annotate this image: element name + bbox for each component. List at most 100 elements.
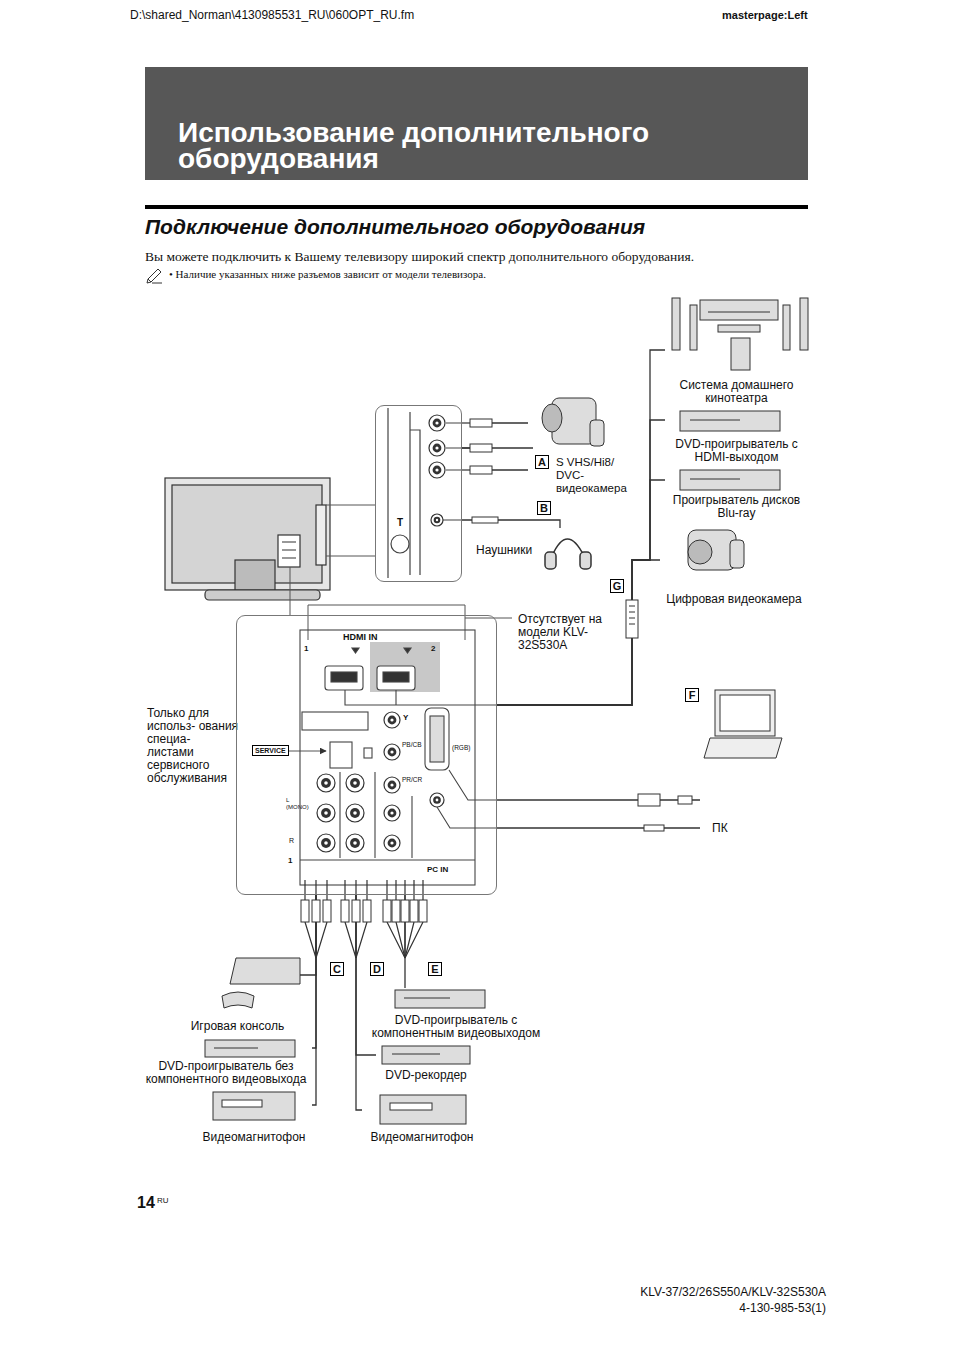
rca-plug [470,444,492,452]
cable [497,827,700,828]
jack-socket [388,716,397,725]
rca-plug [470,419,492,427]
svhs-camcorder-icon [590,420,604,446]
audio-plug [644,825,664,831]
jack-socket [317,415,445,852]
side-panel-body [388,408,420,578]
rca-plug [470,466,492,474]
tv-illustration [165,478,330,600]
headphone-plug [472,517,498,523]
device: Игровая консоль [175,955,300,1035]
jack-socket [324,811,328,815]
rca-plug [462,469,470,470]
jack-socket [317,774,335,792]
device: Проигрыватель дисков Blu-ray [665,468,808,522]
label-text: Отсутствует на модели KLV-32S530A [518,613,610,652]
jack-socket [433,466,442,475]
device-caption: Цифровая видеокамера [660,593,808,606]
jack-socket [346,774,364,792]
rear-panel-body [425,708,449,770]
cable [497,350,665,705]
label-text: RU [157,1196,169,1205]
leader-line [290,505,375,615]
device-caption: DVD-рекордер [376,1069,476,1082]
device-caption: ПК [712,822,790,835]
dvd-hdmi-icon [690,420,740,421]
jack-socket [350,838,360,848]
label-text: Только для использ- ования специа- листа… [147,707,239,785]
leader-line [308,605,512,640]
jack-socket [384,777,400,793]
device-caption: DVD-проигрыватель с компонентным видеовы… [362,1014,550,1040]
jack-socket [435,421,438,424]
bluray-icon [680,470,780,490]
side-panel: T [375,405,462,582]
jack-socket [429,440,445,456]
device: Видеомагнитофон [362,1092,482,1146]
callout-letter: F [685,688,699,702]
cable [497,560,660,705]
device: ПК [700,685,790,837]
jack-socket [317,834,335,852]
jack-socket [321,778,331,788]
jack-socket [433,444,442,453]
home-theater-icon [672,298,680,350]
dvd-icon [214,1048,258,1049]
heading-rule [145,205,808,209]
jack-socket [353,781,357,785]
jack-socket [429,415,445,431]
jack-socket [384,777,400,793]
cable-group [497,480,665,705]
svhs-camcorder-icon [542,398,604,446]
device-caption: S VHS/Hi8/ DVC- видеокамера [556,456,628,495]
jack-socket [384,744,400,760]
label-text: 1 [288,856,292,865]
home-theater-icon [783,305,790,350]
note-pencil [147,269,161,283]
laptop-icon [720,695,770,731]
jack-socket [321,808,331,818]
device-caption: Проигрыватель дисков Blu-ray [665,494,808,520]
heading-rule [145,205,808,209]
device: DVD-проигрыватель без компонентного виде… [140,1036,312,1088]
home-theater-icon [708,312,770,313]
jack-socket [429,462,445,478]
jack-socket [429,440,445,456]
jack-socket [346,774,364,792]
jack-socket [346,834,364,852]
cable [497,480,665,705]
label-text: Подключение дополнительного оборудования [145,215,645,239]
headphones-icon [545,539,591,569]
tv-illustration [205,590,320,600]
jack-socket [384,835,400,851]
jack-socket [384,712,400,728]
label-text: 2 [431,644,435,653]
vga-plug [678,796,692,804]
panel-marking: PC IN [427,865,448,874]
digital-camcorder-icon [688,530,736,570]
jack-socket [430,793,444,807]
bluray-icon [680,470,780,490]
rca-plug [352,900,360,922]
label-text: 4-130-985-53(1) [739,1301,826,1315]
laptop-icon [704,690,782,758]
callout-letter: B [537,501,551,515]
jack-socket [436,799,439,802]
home-theater-icon [672,298,808,370]
jack-socket [429,462,445,478]
cable [356,895,362,1110]
jack-socket [317,774,335,792]
jack-socket [390,811,393,814]
label-text: PR/CR [402,776,422,783]
tv-illustration [282,542,296,558]
headphones-icon [580,552,591,569]
tv-illustration [316,505,326,565]
audio-plug [644,825,664,831]
jack-socket [388,809,397,818]
tv-illustration [165,478,330,590]
rear-panel-body [437,770,497,828]
vcr-icon [222,1100,262,1107]
cable [492,423,528,470]
dvd-recorder-icon [382,1046,470,1064]
